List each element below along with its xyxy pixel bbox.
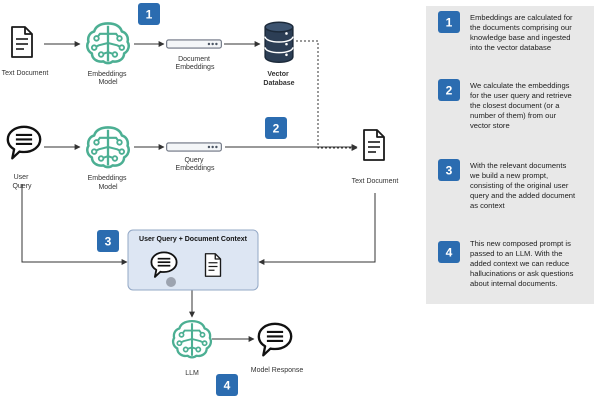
context-box: User Query + Document Context <box>127 229 259 291</box>
model-response: Model Response <box>251 322 304 374</box>
context-box-title: User Query + Document Context <box>139 236 248 243</box>
node-label: Text Document <box>352 178 399 185</box>
node-label: Query Embeddings <box>176 157 215 172</box>
badge-1: 1 <box>138 3 160 25</box>
step-badge <box>438 79 460 101</box>
connectors <box>21 40 376 342</box>
node-label: LLM <box>185 370 199 377</box>
node-label: Model Response <box>251 367 304 374</box>
step-2: 2 We calculate the embeddings for the us… <box>438 79 574 130</box>
step-badge <box>438 11 460 33</box>
dotted-database-to-text-document <box>296 40 358 151</box>
arrow-text-document-to-context <box>258 193 376 265</box>
query-embeddings: Query Embeddings <box>166 142 222 172</box>
step-text: Embeddings are calculated for the docume… <box>470 13 575 52</box>
cursor-dot-icon <box>166 277 176 287</box>
node-label: Embeddings Model <box>88 175 129 191</box>
step-number: 2 <box>446 84 453 98</box>
badge-number: 3 <box>105 235 112 249</box>
step-badge <box>438 159 460 181</box>
document-icon <box>10 25 34 59</box>
step-3: 3 With the relevant documents we build a… <box>438 159 577 210</box>
brain-network-icon <box>171 319 213 359</box>
database-icon <box>264 21 294 64</box>
badge-number: 1 <box>146 8 153 22</box>
text-document-source: Text Document <box>2 25 49 77</box>
document-embeddings: Document Embeddings <box>166 39 222 71</box>
arrow-query-to-context <box>21 184 128 265</box>
step-text: With the relevant documents we build a n… <box>469 161 577 210</box>
embeddings-model-2: Embeddings Model <box>86 126 130 191</box>
document-icon <box>204 252 222 278</box>
node-label: Document Embeddings <box>176 56 215 71</box>
brain-network-icon <box>86 126 130 169</box>
step-text: We calculate the embeddings for the user… <box>470 81 574 130</box>
badge-2: 2 <box>265 117 287 139</box>
embedding-bar-icon <box>166 39 222 49</box>
vector-database: Vector Database <box>263 21 295 87</box>
speech-bubble-icon <box>257 322 293 357</box>
badge-3: 3 <box>97 230 119 252</box>
brain-network-icon <box>86 22 130 65</box>
step-number: 4 <box>446 246 453 260</box>
step-badge <box>438 241 460 263</box>
text-document-retrieved: Text Document <box>352 128 399 185</box>
embedding-bar-icon <box>166 142 222 152</box>
llm-node: LLM <box>171 319 213 377</box>
document-icon <box>362 128 386 162</box>
step-1: 1 Embeddings are calculated for the docu… <box>438 11 575 52</box>
user-query: User Query <box>6 125 42 190</box>
badge-4: 4 <box>216 374 238 396</box>
embeddings-model-1: Embeddings Model <box>86 22 130 86</box>
badge-number: 2 <box>273 122 280 136</box>
step-number: 3 <box>446 164 453 178</box>
speech-bubble-icon <box>6 125 42 160</box>
step-4: 4 This new composed prompt is passed to … <box>438 239 576 288</box>
badge-number: 4 <box>224 379 231 393</box>
node-label: Embeddings Model <box>88 71 129 86</box>
node-label: User Query <box>12 174 32 190</box>
step-number: 1 <box>446 16 453 30</box>
step-text: This new composed prompt is passed to an… <box>470 239 576 288</box>
node-label: Text Document <box>2 70 49 77</box>
node-label: Vector Database <box>263 71 294 87</box>
